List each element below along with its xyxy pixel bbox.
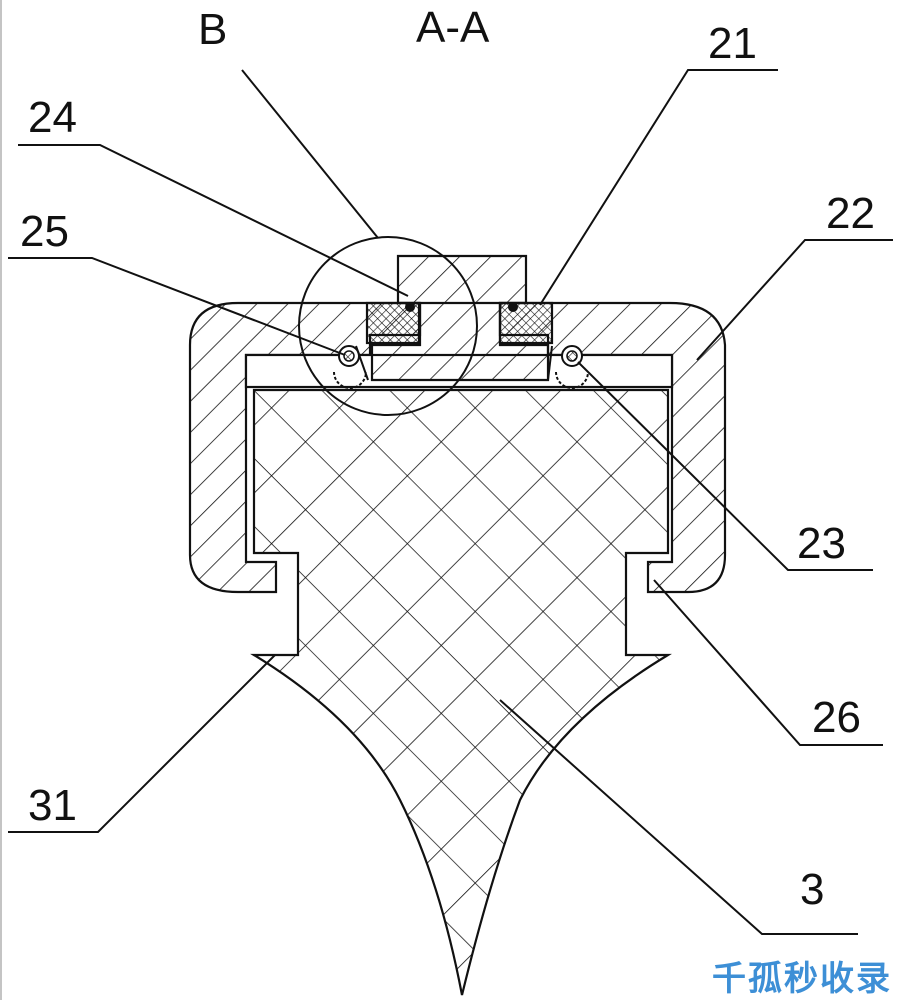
leader-b bbox=[241, 69, 379, 239]
contact-dot-left bbox=[405, 302, 415, 312]
label-31: 31 bbox=[28, 781, 77, 830]
label-26: 26 bbox=[812, 693, 861, 742]
label-21: 21 bbox=[708, 19, 757, 68]
section-title: A-A bbox=[416, 3, 490, 52]
leader-24 bbox=[18, 144, 409, 297]
leader-25 bbox=[8, 257, 346, 356]
leader-21 bbox=[539, 69, 778, 306]
pivot-spring-right bbox=[547, 345, 589, 389]
label-3: 3 bbox=[800, 865, 824, 914]
label-b: B bbox=[198, 5, 227, 54]
label-23: 23 bbox=[797, 519, 846, 568]
detail-circle-b bbox=[298, 236, 478, 416]
label-24: 24 bbox=[28, 93, 77, 142]
leader-22 bbox=[696, 239, 893, 361]
contact-dot-right bbox=[508, 302, 518, 312]
leader-3 bbox=[499, 699, 858, 935]
label-25: 25 bbox=[20, 207, 69, 256]
core-body-3 bbox=[250, 388, 672, 996]
label-22: 22 bbox=[826, 189, 875, 238]
leader-23 bbox=[577, 361, 873, 571]
leader-26 bbox=[653, 579, 883, 746]
watermark-logo: 千孤秒收录 bbox=[712, 959, 892, 999]
leader-31 bbox=[8, 654, 276, 833]
seal-pad-right bbox=[498, 301, 554, 345]
pivot-spring-left bbox=[333, 345, 369, 389]
